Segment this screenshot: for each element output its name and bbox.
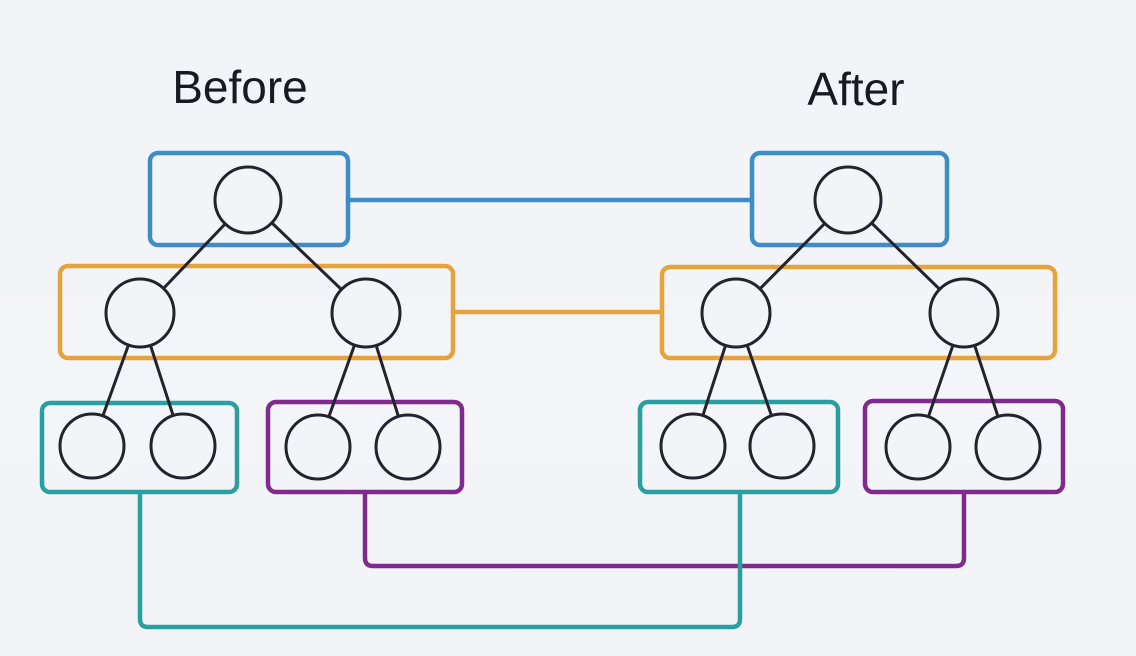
after-leaf-node-3	[884, 413, 952, 481]
after-leaf-node-1	[659, 412, 727, 480]
after-leaf-node-4	[974, 413, 1042, 481]
before-internal-left-node	[104, 277, 176, 349]
before-label: Before	[172, 61, 308, 113]
after-root-node	[813, 165, 883, 235]
before-internal-right-node	[330, 277, 402, 349]
after-internal-right-node	[928, 277, 1000, 349]
after-internal-left-node	[700, 277, 772, 349]
teal-leaf-link	[137, 489, 743, 630]
before-leaf-node-1	[58, 412, 126, 480]
before-leaf-node-4	[374, 413, 442, 481]
before-leaf-node-3	[284, 413, 352, 481]
after-label: After	[807, 63, 904, 115]
after-leaf-node-2	[748, 412, 816, 480]
purple-leaf-link	[362, 489, 967, 569]
before-leaf-node-2	[149, 412, 217, 480]
before-root-node	[213, 165, 283, 235]
